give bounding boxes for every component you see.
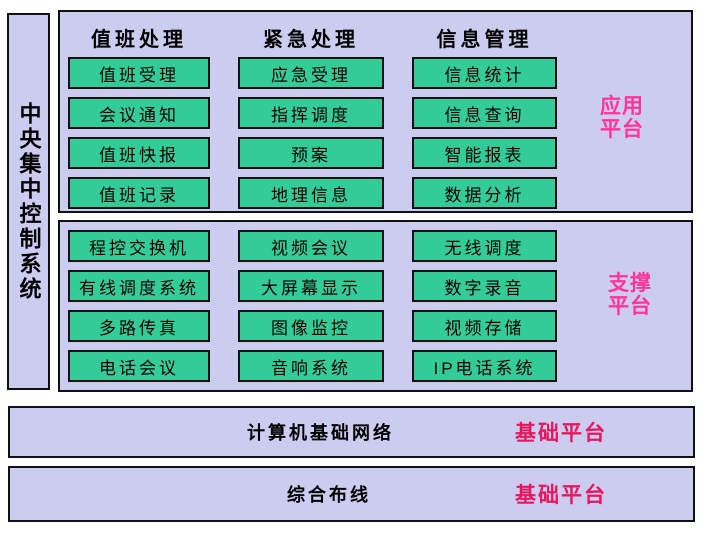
module-box: 无线调度 xyxy=(412,230,557,262)
base-platform-label: 基础平台 xyxy=(515,484,607,507)
module-box: 数据分析 xyxy=(412,177,557,209)
base-bar-title: 综合布线 xyxy=(287,485,371,505)
module-box: 值班快报 xyxy=(68,137,210,169)
column-header-information: 信息管理 xyxy=(436,29,533,51)
module-box: 电话会议 xyxy=(68,350,210,382)
column-header-emergency: 紧急处理 xyxy=(263,29,359,51)
support-platform-panel: 程控交换机 有线调度系统 多路传真 电话会议 视频会议 大屏幕显示 图像监控 音… xyxy=(58,220,693,392)
base-platform-bar-network: 计算机基础网络 基础平台 xyxy=(8,406,695,458)
module-box: 音响系统 xyxy=(238,350,384,382)
module-box: 智能报表 xyxy=(412,137,557,169)
module-box: 值班记录 xyxy=(68,177,210,209)
application-platform-panel: 值班处理 值班受理 会议通知 值班快报 值班记录 紧急处理 应急受理 指挥调度 … xyxy=(58,10,693,213)
module-box: IP电话系统 xyxy=(412,350,557,382)
module-box: 应急受理 xyxy=(238,57,384,89)
module-box: 指挥调度 xyxy=(238,97,384,129)
module-box: 视频会议 xyxy=(238,230,384,262)
base-bar-title: 计算机基础网络 xyxy=(247,423,394,443)
module-box: 多路传真 xyxy=(68,310,210,342)
module-box: 大屏幕显示 xyxy=(238,270,384,302)
app-column-emergency: 紧急处理 应急受理 指挥调度 预案 地理信息 xyxy=(238,23,384,217)
base-platform-label: 基础平台 xyxy=(515,422,607,445)
module-box: 视频存储 xyxy=(412,310,557,342)
module-box: 有线调度系统 xyxy=(68,270,210,302)
support-column-3: 无线调度 数字录音 视频存储 IP电话系统 xyxy=(412,230,557,390)
module-box: 信息统计 xyxy=(412,57,557,89)
module-box: 会议通知 xyxy=(68,97,210,129)
sidebar-title: 中央集中控制系统 xyxy=(16,101,42,302)
module-box: 地理信息 xyxy=(238,177,384,209)
support-column-2: 视频会议 大屏幕显示 图像监控 音响系统 xyxy=(238,230,384,390)
app-column-information: 信息管理 信息统计 信息查询 智能报表 数据分析 xyxy=(412,23,557,217)
column-header-duty: 值班处理 xyxy=(91,29,187,51)
support-platform-label: 支撑平台 xyxy=(608,272,652,319)
module-box: 数字录音 xyxy=(412,270,557,302)
central-control-system-sidebar: 中央集中控制系统 xyxy=(7,13,50,390)
support-column-1: 程控交换机 有线调度系统 多路传真 电话会议 xyxy=(68,230,210,390)
module-box: 值班受理 xyxy=(68,57,210,89)
module-box: 图像监控 xyxy=(238,310,384,342)
module-box: 预案 xyxy=(238,137,384,169)
module-box: 信息查询 xyxy=(412,97,557,129)
base-platform-bar-cabling: 综合布线 基础平台 xyxy=(8,466,695,522)
application-platform-label: 应用平台 xyxy=(600,95,644,142)
module-box: 程控交换机 xyxy=(68,230,210,262)
app-column-duty: 值班处理 值班受理 会议通知 值班快报 值班记录 xyxy=(68,23,210,217)
